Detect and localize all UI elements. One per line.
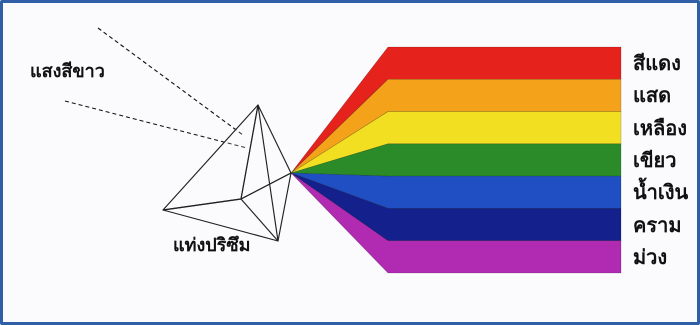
red-color-label: สีแดง xyxy=(633,53,681,73)
blue-color-label: น้ำเงิน xyxy=(633,182,688,202)
yellow-color-label: เหลือง xyxy=(633,118,687,138)
violet-color-label: ม่วง xyxy=(633,247,667,267)
prism xyxy=(163,105,291,241)
orange-color-label: แสด xyxy=(633,85,671,105)
white-light-ray-upper xyxy=(98,28,243,135)
indigo-color-label: คราม xyxy=(633,215,682,235)
white-light-label: แสงสีขาว xyxy=(30,63,105,81)
white-light-ray-lower xyxy=(65,101,247,148)
prism-dispersion-diagram xyxy=(3,3,700,325)
green-color-label: เขียว xyxy=(633,150,676,170)
prism-label: แท่งปริซึม xyxy=(173,237,250,255)
spectrum-bands xyxy=(291,47,621,273)
incoming-white-light-rays xyxy=(65,28,247,148)
